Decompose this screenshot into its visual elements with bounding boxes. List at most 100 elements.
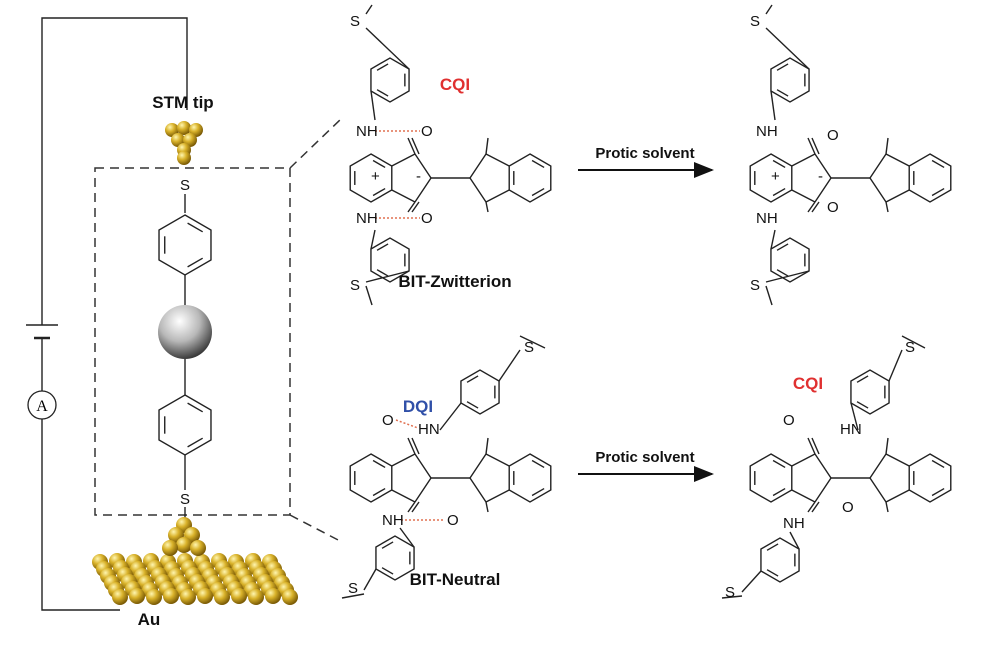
- bond: [807, 437, 816, 455]
- bond: [372, 187, 386, 197]
- benzene-ring: [158, 394, 212, 456]
- atom-o: O: [827, 199, 839, 216]
- bond: [770, 229, 776, 250]
- gold-atom: [112, 589, 128, 605]
- junction-dashed-box: [94, 167, 291, 516]
- charge-minus: -: [416, 168, 421, 185]
- bond: [765, 270, 810, 283]
- charge-minus: -: [818, 168, 823, 185]
- bond: [372, 159, 386, 169]
- gold-substrate: [92, 517, 298, 605]
- bit-neutral-label: BIT-Neutral: [410, 570, 501, 589]
- benzene-ring: [370, 237, 410, 283]
- cqi-product-bottom-structure: [721, 335, 952, 599]
- bond: [407, 201, 416, 213]
- bond: [791, 489, 816, 503]
- bond: [765, 27, 810, 70]
- gold-atom: [190, 540, 206, 556]
- sulfur-bottom-label: S: [180, 491, 190, 508]
- charge-plus: +: [771, 168, 780, 185]
- stm-tip-gold-cluster: [165, 121, 203, 165]
- bond: [931, 187, 945, 197]
- circuit-wire: [26, 17, 188, 611]
- atom-o: O: [842, 499, 854, 516]
- benzene-ring: [770, 237, 810, 283]
- bond: [856, 375, 869, 383]
- bond: [789, 531, 800, 550]
- bond: [414, 477, 432, 503]
- bond: [811, 437, 820, 455]
- gold-atom: [282, 589, 298, 605]
- arrow-label-top: Protic solvent: [595, 145, 694, 162]
- atom-nh: NH: [356, 123, 378, 140]
- bond: [807, 201, 816, 213]
- bond: [485, 437, 489, 455]
- bond: [485, 453, 510, 467]
- bond: [885, 453, 910, 467]
- bond: [776, 243, 789, 251]
- sulfur-top-label: S: [180, 177, 190, 194]
- cqi-product-top-structure: [749, 4, 952, 306]
- bond: [931, 487, 945, 497]
- bond: [814, 153, 832, 179]
- zoom-line-top: [289, 117, 343, 169]
- bond: [469, 453, 487, 479]
- bond: [814, 177, 832, 203]
- benzene-ring: [749, 453, 793, 503]
- bond: [807, 137, 816, 155]
- benzene-ring: [349, 453, 393, 503]
- bond: [770, 90, 776, 121]
- atom-s: S: [350, 13, 360, 30]
- bond: [370, 90, 376, 121]
- atom-hn: HN: [418, 421, 440, 438]
- gold-atom: [177, 121, 191, 135]
- atom-s: S: [350, 277, 360, 294]
- atom-o: O: [382, 412, 394, 429]
- atom-o: O: [421, 123, 433, 140]
- atom-o: O: [783, 412, 795, 429]
- bond: [519, 335, 546, 349]
- bond: [381, 567, 394, 575]
- gold-atom: [197, 588, 213, 604]
- bond: [414, 453, 432, 479]
- gold-atom: [177, 151, 191, 165]
- bond: [414, 177, 432, 203]
- bond: [888, 349, 903, 382]
- bond: [885, 489, 910, 503]
- bond: [741, 570, 762, 593]
- bond: [407, 501, 416, 513]
- ammeter-icon: [27, 390, 57, 420]
- atom-s: S: [750, 277, 760, 294]
- gold-atom: [214, 589, 230, 605]
- bond: [469, 177, 487, 203]
- benzene-ring: [908, 453, 952, 503]
- bond: [811, 501, 820, 513]
- bond: [885, 153, 910, 167]
- bond: [363, 568, 377, 591]
- bond: [776, 89, 789, 97]
- bond: [856, 401, 869, 409]
- molecule-structures: [341, 4, 952, 599]
- bond: [376, 243, 389, 251]
- benzene-ring: [749, 153, 793, 203]
- stm-tip-label: STM tip: [152, 93, 213, 112]
- bond: [411, 501, 420, 513]
- bond: [765, 285, 773, 306]
- bond: [376, 89, 389, 97]
- bond: [885, 137, 889, 155]
- bond: [439, 402, 462, 431]
- bond: [766, 543, 779, 551]
- cqi-label-top: CQI: [440, 75, 470, 94]
- bit-core-sphere: [158, 305, 212, 359]
- atom-nh: NH: [356, 210, 378, 227]
- benzene-ring: [158, 214, 212, 276]
- bit-neutral-structure: [341, 335, 552, 599]
- bond: [772, 487, 786, 497]
- gold-atom: [180, 589, 196, 605]
- bond: [469, 153, 487, 179]
- bond: [869, 177, 887, 203]
- bond: [766, 569, 779, 577]
- bond: [776, 269, 789, 277]
- bond: [365, 285, 373, 306]
- bond: [531, 487, 545, 497]
